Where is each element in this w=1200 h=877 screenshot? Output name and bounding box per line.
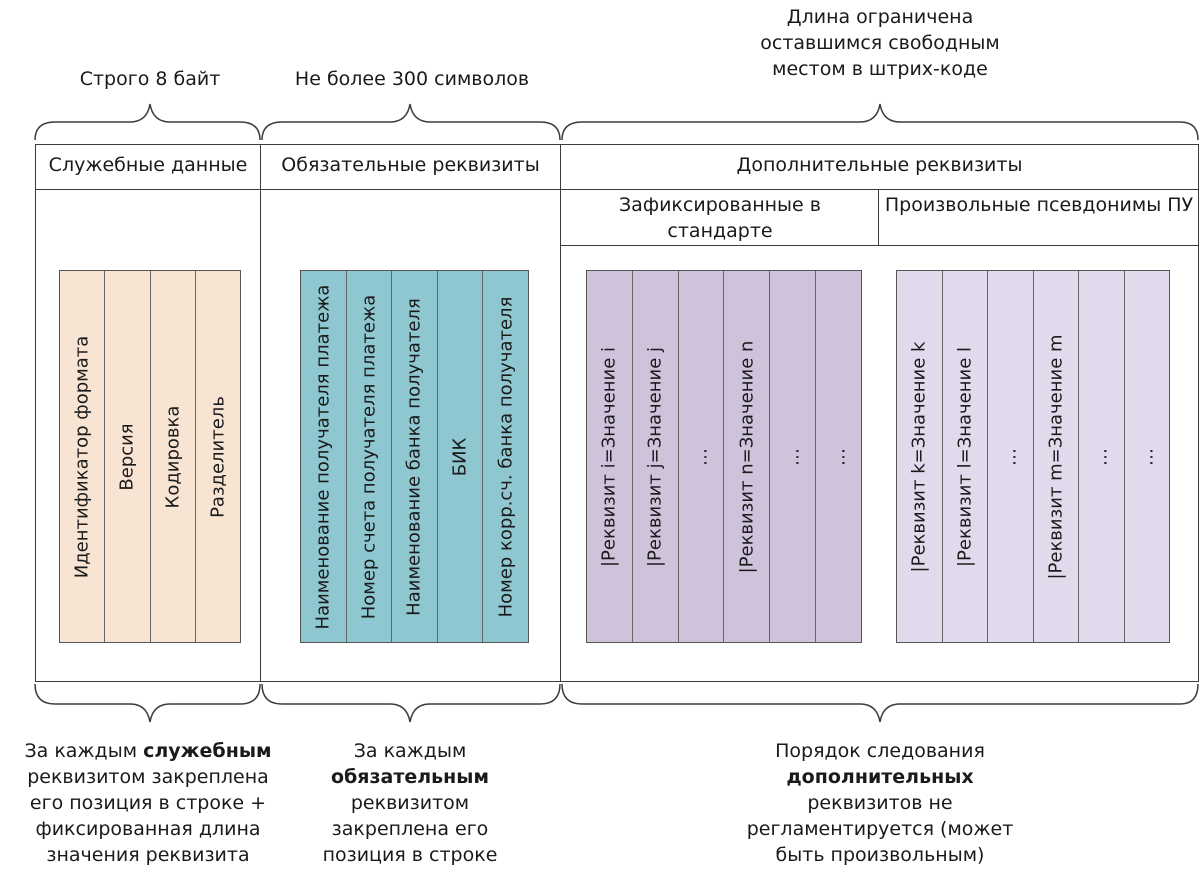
- service-field: Идентификатор формата: [60, 271, 106, 642]
- custom-field-label: …: [1136, 447, 1158, 466]
- mandatory-field: Номер счета получателя платежа: [346, 271, 393, 642]
- fixed-field-label: …: [828, 447, 850, 466]
- service-field-label: Версия: [116, 422, 138, 491]
- header-divider: [35, 189, 1199, 190]
- service-section-title: Служебные данные: [48, 154, 248, 176]
- service-note-bold: служебным: [143, 740, 272, 762]
- fixed-field-label: …: [690, 447, 712, 466]
- service-field-label: Идентификатор формата: [71, 335, 93, 578]
- optional-note-bold: дополнительных: [786, 766, 974, 788]
- service-field: Версия: [105, 271, 151, 642]
- fixed-field: …: [678, 271, 725, 642]
- service-fields: Идентификатор формата Версия Кодировка Р…: [59, 270, 241, 643]
- optional-bottom-brace: [561, 683, 1199, 723]
- custom-field-label: …: [1090, 447, 1112, 466]
- mandatory-note-post: реквизитом закреплена его позиция в стро…: [322, 792, 498, 866]
- optional-note: Порядок следования дополнительных реквиз…: [730, 738, 1030, 868]
- custom-field-label: |Реквизит l=Значение l: [954, 346, 976, 567]
- custom-field: …: [1079, 271, 1125, 642]
- custom-field: |Реквизит l=Значение l: [942, 271, 988, 642]
- optional-section-title: Дополнительные реквизиты: [736, 154, 1023, 176]
- fixed-field: …: [770, 271, 817, 642]
- custom-field: …: [1124, 271, 1169, 642]
- custom-field: |Реквизит k=Значение k: [897, 271, 943, 642]
- mandatory-top-brace: [261, 103, 561, 141]
- custom-field-label: |Реквизит m=Значение m: [1045, 333, 1067, 580]
- service-top-brace: [34, 103, 261, 141]
- service-bottom-brace: [34, 683, 261, 723]
- service-note: За каждым служебным реквизитом закреплен…: [8, 738, 288, 868]
- service-field-label: Кодировка: [162, 405, 184, 508]
- subheader-separator: [878, 189, 879, 245]
- custom-field-label: |Реквизит k=Значение k: [908, 341, 930, 572]
- service-field: Кодировка: [150, 271, 196, 642]
- mandatory-note-bold: обязательным: [330, 766, 490, 788]
- fixed-field: |Реквизит i=Значение i: [587, 271, 633, 642]
- mandatory-note: За каждым обязательным реквизитом закреп…: [300, 738, 520, 868]
- fixed-field: …: [816, 271, 861, 642]
- fixed-field-label: |Реквизит n=Значение n: [736, 340, 758, 573]
- fixed-optional-fields: |Реквизит i=Значение i |Реквизит j=Значе…: [586, 270, 862, 643]
- optional-note-post: реквизитов не регламентируется (может бы…: [746, 792, 1014, 866]
- service-size-label: Строго 8 байт: [79, 68, 221, 90]
- fixed-field-label: |Реквизит i=Значение i: [598, 346, 620, 567]
- mandatory-field-label: Наименование банка получателя: [403, 297, 425, 616]
- custom-field-label: …: [999, 447, 1021, 466]
- custom-field: |Реквизит m=Значение m: [1033, 271, 1079, 642]
- mandatory-size-label: Не более 300 символов: [294, 68, 530, 90]
- mandatory-field: Наименование банка получателя: [392, 271, 438, 642]
- fixed-field-label: |Реквизит j=Значение j: [644, 346, 666, 567]
- custom-optional-fields: |Реквизит k=Значение k |Реквизит l=Значе…: [896, 270, 1170, 643]
- fixed-subsection-title: Зафиксированные в стандарте: [619, 194, 821, 242]
- optional-note-pre: Порядок следования: [775, 740, 985, 762]
- service-field: Разделитель: [195, 271, 240, 642]
- mandatory-field-label: Номер корр.сч. банка получателя: [495, 296, 517, 617]
- mandatory-field: БИК: [437, 271, 484, 642]
- custom-field: …: [988, 271, 1034, 642]
- mandatory-field: Наименование получателя платежа: [301, 271, 347, 642]
- mandatory-fields: Наименование получателя платежа Номер сч…: [300, 270, 529, 643]
- fixed-field: |Реквизит j=Значение j: [632, 271, 679, 642]
- mandatory-field-label: Номер счета получателя платежа: [358, 294, 380, 619]
- subheader-divider: [560, 245, 1199, 246]
- mandatory-field-label: Наименование получателя платежа: [312, 284, 334, 629]
- mandatory-bottom-brace: [261, 683, 561, 723]
- mandatory-field: Номер корр.сч. банка получателя: [483, 271, 528, 642]
- service-note-pre: За каждым: [24, 740, 144, 762]
- custom-subsection-title: Произвольные псевдонимы ПУ: [884, 194, 1194, 216]
- mandatory-note-pre: За каждым: [353, 740, 467, 762]
- fixed-field-label: …: [782, 447, 804, 466]
- optional-top-brace: [561, 103, 1199, 141]
- service-note-post: реквизитом закреплена его позиция в стро…: [27, 766, 269, 866]
- optional-size-label: Длина ограничена оставшимся свободным ме…: [760, 6, 1000, 80]
- fixed-field: |Реквизит n=Значение n: [724, 271, 771, 642]
- mandatory-field-label: БИК: [449, 437, 471, 476]
- service-field-label: Разделитель: [207, 395, 229, 518]
- mandatory-section-title: Обязательные реквизиты: [281, 154, 540, 176]
